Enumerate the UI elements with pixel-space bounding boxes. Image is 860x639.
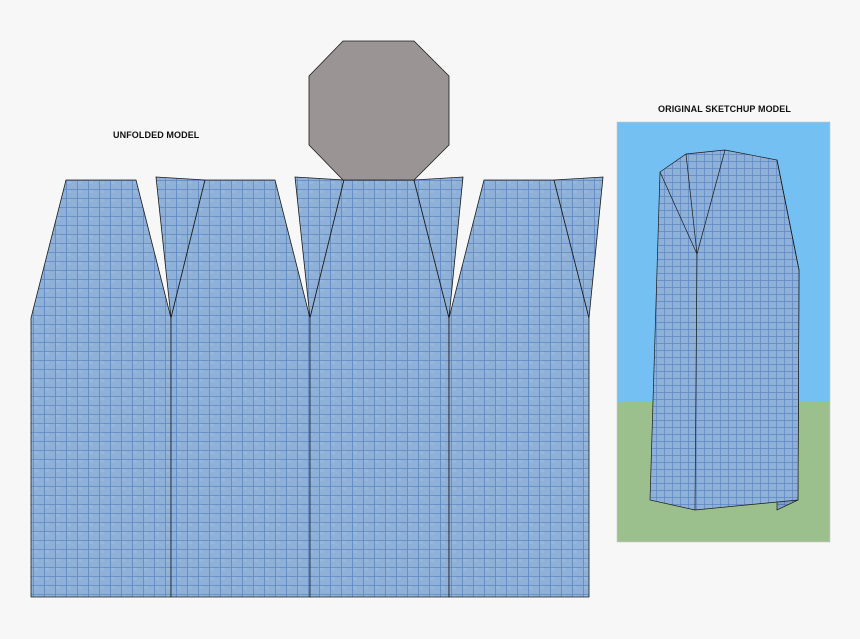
roof-octagon bbox=[308, 40, 450, 181]
unfolded-model bbox=[30, 40, 604, 598]
unfolded-face-3 bbox=[309, 179, 450, 598]
original-model-label: ORIGINAL SKETCHUP MODEL bbox=[658, 104, 791, 114]
tower-front-face bbox=[649, 149, 800, 511]
unfolded-triangle-3 bbox=[413, 176, 464, 319]
unfolded-face-2 bbox=[170, 179, 311, 598]
unfolded-model-label: UNFOLDED MODEL bbox=[113, 130, 200, 140]
unfolded-triangle-4 bbox=[553, 176, 604, 319]
unfolded-face-1 bbox=[30, 179, 172, 598]
unfolded-face-4 bbox=[448, 179, 590, 598]
original-model-panel bbox=[616, 121, 831, 543]
